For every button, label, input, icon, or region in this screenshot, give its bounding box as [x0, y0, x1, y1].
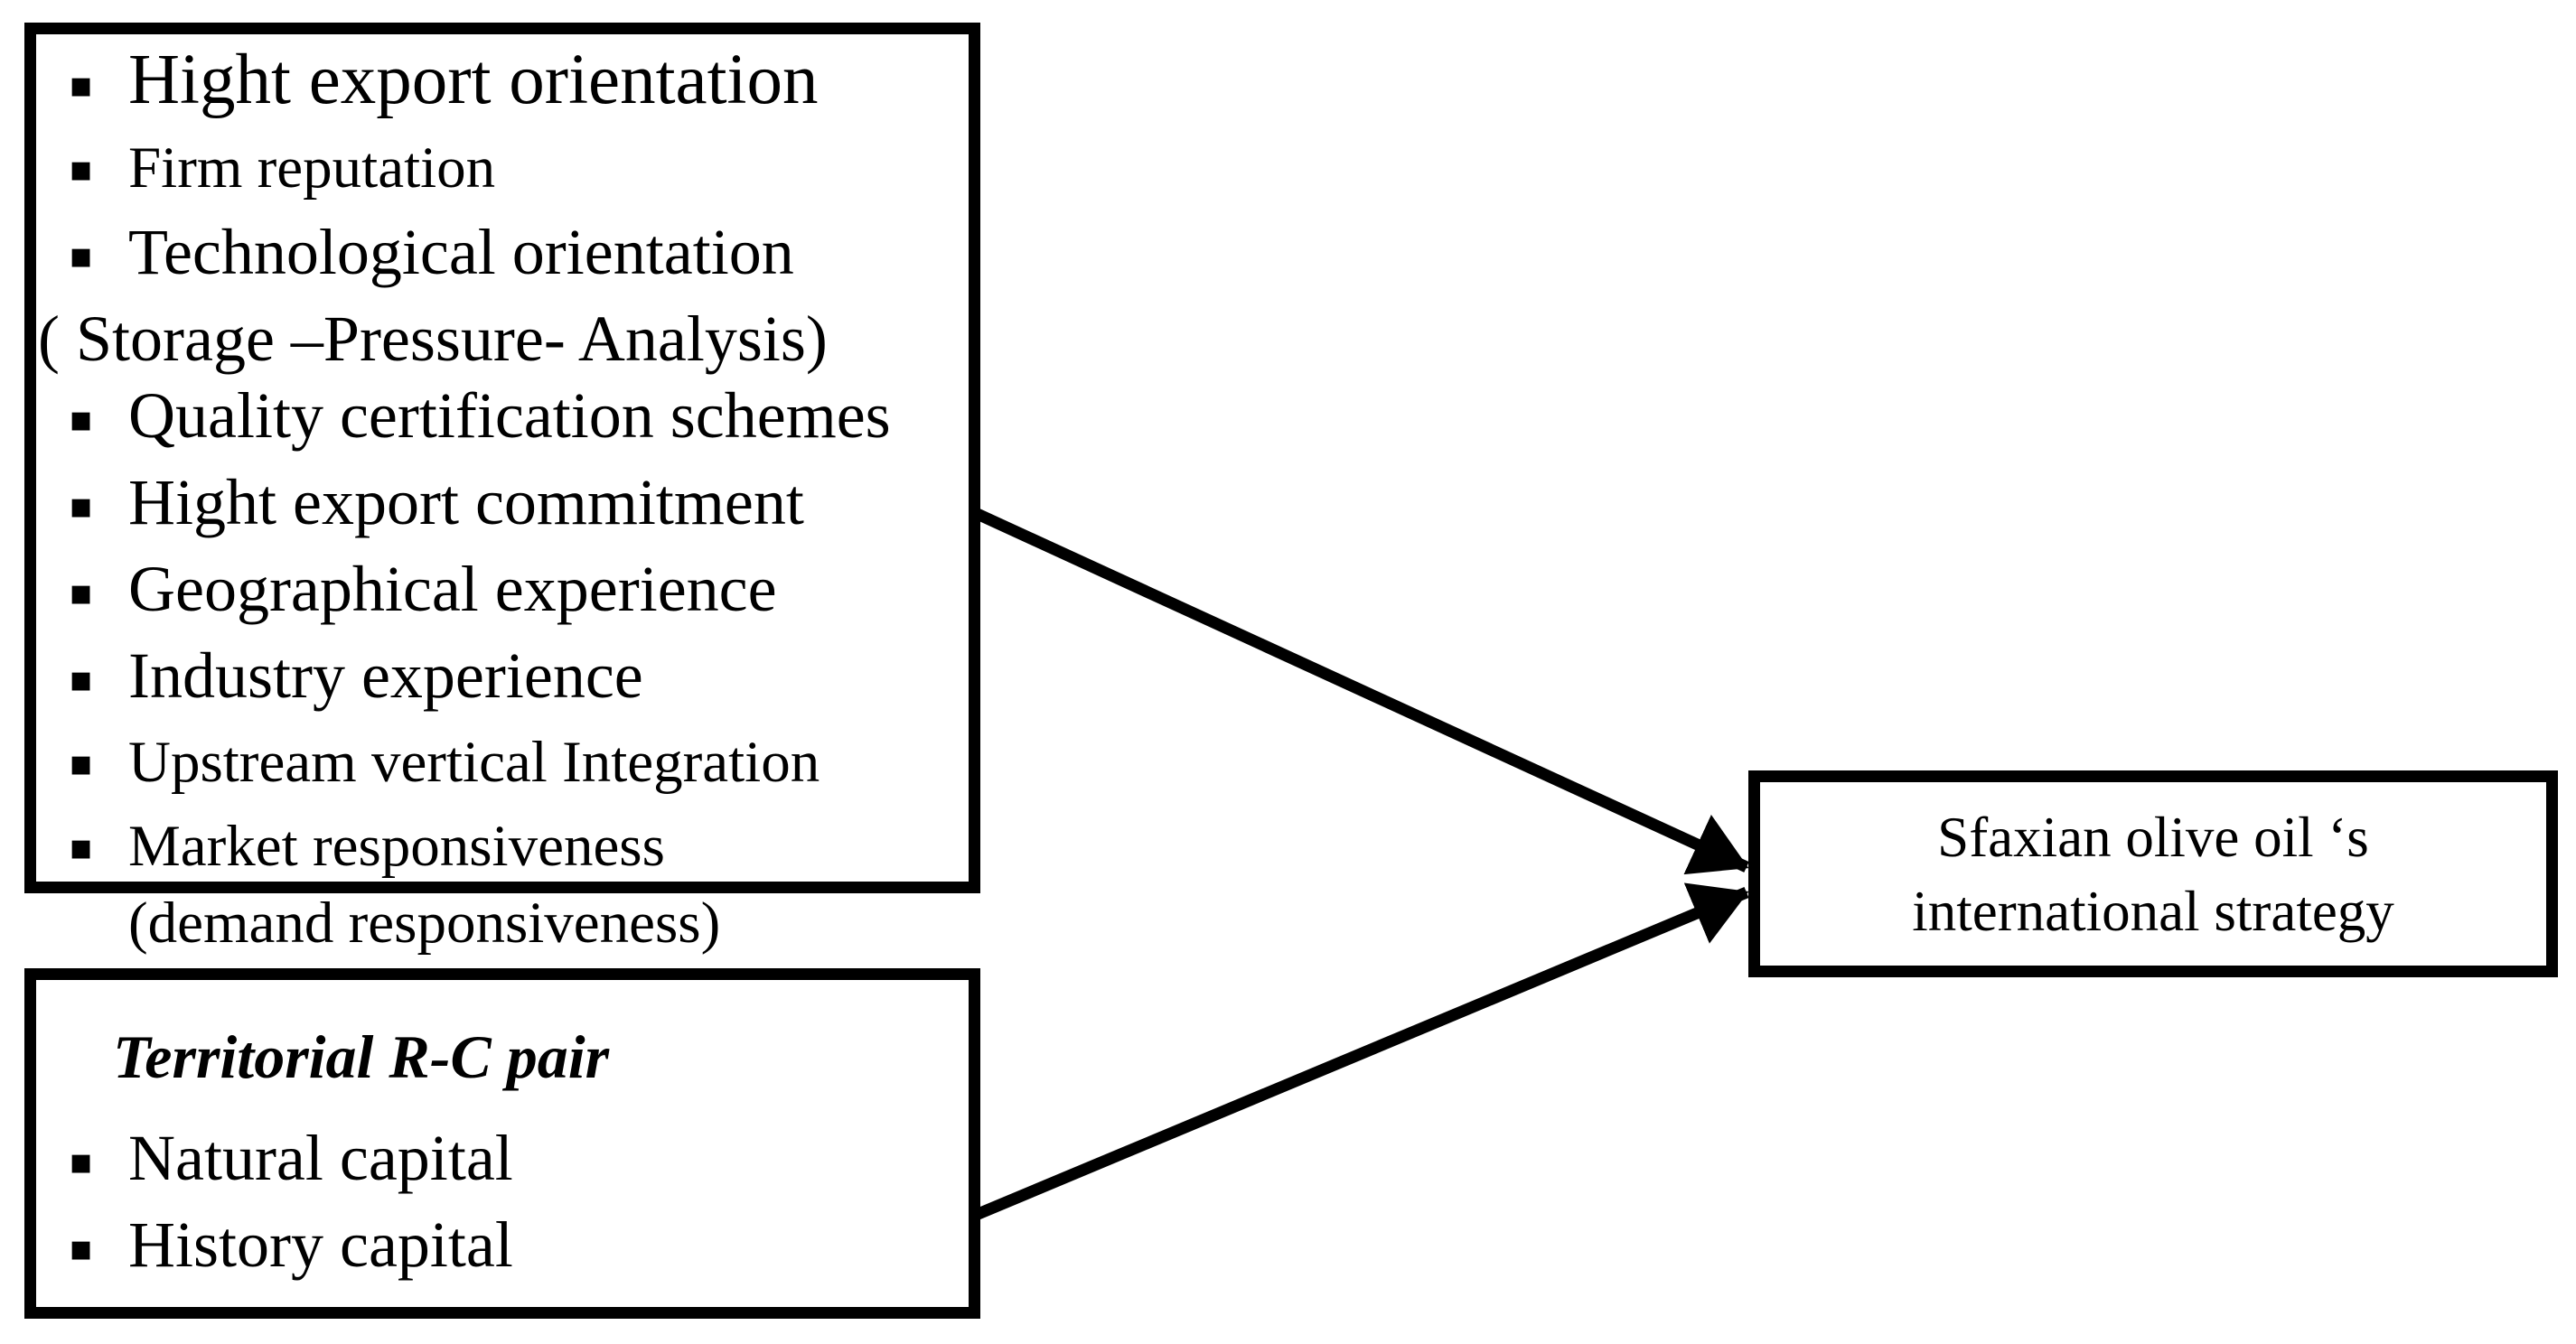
strategy-box: Sfaxian olive oil ‘s international strat…	[1748, 770, 2558, 977]
square-bullet-icon: ▪	[69, 1227, 94, 1269]
list-item: ▪ Natural capital	[36, 1120, 960, 1207]
list-item: ▪ Market responsiveness (demand responsiv…	[36, 808, 960, 962]
list-item-label: Hight export commitment	[128, 466, 804, 538]
territorial-capital-box: Territorial R-C pair ▪ Natural capital ▪ H…	[24, 968, 980, 1319]
strategy-box-label-line1: Sfaxian olive oil ‘s	[1937, 805, 2369, 869]
list-item-label: Upstream vertical Integration	[128, 730, 820, 795]
list-item-label: ( Storage –Pressure- Analysis)	[38, 303, 828, 375]
strategy-box-label-line2: international strategy	[1912, 879, 2394, 943]
list-item-label: Technological orientation	[128, 216, 794, 288]
box-title-label: Territorial R-C pair	[113, 1022, 610, 1091]
square-bullet-icon: ▪	[69, 826, 94, 868]
square-bullet-icon: ▪	[69, 398, 94, 440]
list-item: ▪ Upstream vertical Integration	[36, 724, 960, 808]
square-bullet-icon: ▪	[69, 658, 94, 700]
list-item: ▪ Technological orientation	[36, 214, 960, 301]
square-bullet-icon: ▪	[69, 64, 94, 106]
firm-factors-box: ▪ Hight export orientation ▪ Firm reputati…	[24, 23, 980, 956]
list-item-label: Hight export orientation	[128, 41, 819, 119]
square-bullet-icon: ▪	[69, 235, 94, 276]
list-item: ▪ Hight export commitment	[36, 464, 960, 551]
list-item-label: Firm reputation	[128, 135, 496, 201]
list-item: ▪ Industry experience	[36, 638, 960, 724]
list-item: ▪ Geographical experience	[36, 551, 960, 638]
square-bullet-icon: ▪	[69, 572, 94, 613]
list-item-label: Market responsiveness (demand responsive…	[128, 814, 721, 956]
square-bullet-icon: ▪	[69, 742, 94, 784]
square-bullet-icon: ▪	[69, 148, 94, 190]
list-item-label: History capital	[128, 1209, 513, 1281]
list-item: ▪ Hight export orientation	[36, 42, 960, 130]
square-bullet-icon: ▪	[69, 1141, 94, 1182]
list-item: ▪ Quality certification schemes	[36, 378, 960, 464]
box-title: Territorial R-C pair	[36, 1014, 960, 1100]
list-item-label: Quality certification schemes	[128, 379, 891, 452]
arrow-territorial-to-strategy	[967, 882, 1749, 1223]
list-item-label: Geographical experience	[128, 553, 777, 625]
list-item: ▪ Firm reputation	[36, 130, 960, 214]
square-bullet-icon: ▪	[69, 485, 94, 527]
arrow-factors-to-strategy	[967, 505, 1749, 875]
list-item-label: Industry experience	[128, 639, 643, 712]
list-item: ▪ History capital	[36, 1207, 960, 1293]
list-item-continuation: ( Storage –Pressure- Analysis)	[36, 301, 960, 378]
list-item-label: Natural capital	[128, 1122, 513, 1194]
